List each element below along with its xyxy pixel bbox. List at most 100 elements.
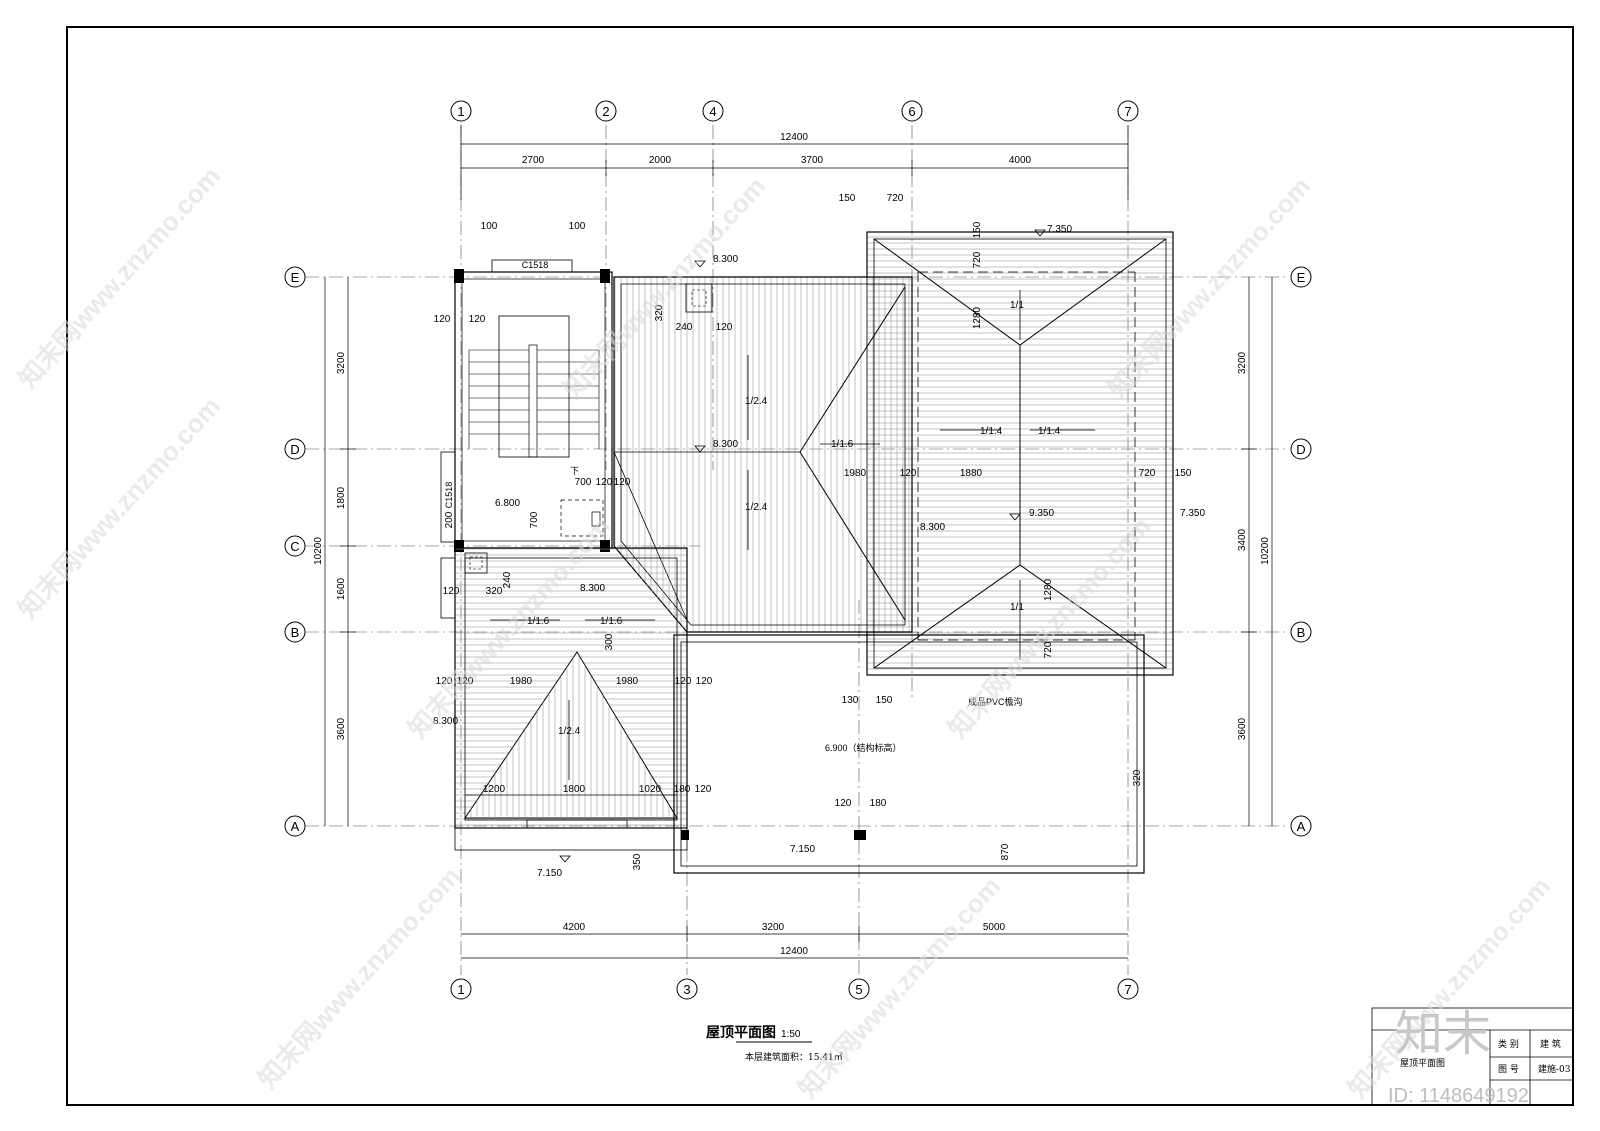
- elev-830-b: 8.300: [713, 439, 738, 450]
- grid-bubble-7-bottom: 7: [1117, 978, 1139, 1000]
- svg-text:A: A: [1297, 819, 1306, 834]
- grid-bubble-7-top: 7: [1117, 100, 1139, 122]
- sheet-border: [66, 26, 1574, 1106]
- svg-text:720: 720: [1043, 641, 1054, 658]
- svg-text:320: 320: [486, 586, 503, 597]
- grid-bubble-5-bottom: 5: [848, 978, 870, 1000]
- svg-text:7: 7: [1124, 104, 1131, 119]
- title-block-sheet-label: 图 号: [1498, 1064, 1519, 1075]
- elev-735-b: 7.350: [1180, 508, 1205, 519]
- svg-text:120: 120: [614, 477, 631, 488]
- slope-label-5: 1/1.4: [1038, 426, 1061, 437]
- grid-bubble-B-right: B: [1290, 621, 1312, 643]
- elev-830-d: 8.300: [580, 583, 605, 594]
- slope-label-6: 1/1: [1010, 300, 1024, 311]
- elev-830-a: 8.300: [713, 254, 738, 265]
- svg-text:1800: 1800: [563, 784, 586, 795]
- elevation-marks: [559, 229, 1046, 863]
- svg-text:120: 120: [695, 784, 712, 795]
- grid-bubble-E-right: E: [1290, 266, 1312, 288]
- dim-left-seg-1: 3200: [336, 351, 347, 374]
- svg-text:150: 150: [839, 193, 856, 204]
- chimney-top: [685, 283, 713, 313]
- grid-bubble-6-top: 6: [901, 100, 923, 122]
- svg-text:700: 700: [575, 477, 592, 488]
- elev-715-a: 7.150: [790, 844, 815, 855]
- svg-text:D: D: [1296, 442, 1305, 457]
- roof-left-lower: [440, 451, 688, 829]
- svg-text:1880: 1880: [960, 468, 983, 479]
- window-top-label: C1518: [522, 260, 549, 270]
- grid-bubble-1-bottom: 1: [450, 978, 472, 1000]
- title-block-sheet-no: 建施-03: [1538, 1063, 1571, 1075]
- grid-bubbles-left: E D C B A: [284, 266, 306, 837]
- svg-text:350: 350: [632, 853, 643, 870]
- grid-bubbles-bottom: 1 3 5 7: [450, 978, 1139, 1000]
- slope-label-9: 1/1.6: [600, 616, 623, 627]
- svg-text:知末网www.znzmo.com: 知末网www.znzmo.com: [792, 871, 1006, 1104]
- svg-text:1980: 1980: [510, 676, 533, 687]
- svg-text:100: 100: [569, 221, 586, 232]
- svg-text:240: 240: [676, 322, 693, 333]
- svg-text:320: 320: [1132, 769, 1143, 786]
- dims-bottom: [461, 926, 1128, 959]
- svg-text:1020: 1020: [639, 784, 662, 795]
- svg-text:1280: 1280: [972, 306, 983, 329]
- drawing-note: 本层建筑面积：15.41㎡: [745, 1051, 843, 1063]
- slope-label-7: 1/1: [1010, 602, 1024, 613]
- slope-label-3: 1/1.6: [831, 439, 854, 450]
- title-block: [1371, 1007, 1574, 1106]
- drawing-scale: 1:50: [781, 1029, 801, 1040]
- dim-left-seg-4: 3600: [336, 717, 347, 740]
- svg-text:1980: 1980: [844, 468, 867, 479]
- svg-text:E: E: [1297, 270, 1306, 285]
- grid-bubbles-right: E D B A: [1290, 266, 1312, 837]
- window-top: [491, 259, 573, 273]
- grid-bubble-3-bottom: 3: [676, 978, 698, 1000]
- elev-735-a: 7.350: [1047, 224, 1072, 235]
- svg-text:720: 720: [972, 251, 983, 268]
- svg-text:2: 2: [602, 104, 609, 119]
- slope-label-4: 1/1.4: [980, 426, 1003, 437]
- stair-area: [454, 269, 613, 552]
- dim-left-seg-3: 1600: [336, 577, 347, 600]
- dim-bottom-total: 12400: [780, 946, 808, 957]
- gutter-label: 成品PVC檐沟: [968, 696, 1023, 707]
- dim-top-seg-1: 2700: [522, 155, 545, 166]
- grid-bubble-A-left: A: [284, 815, 306, 837]
- dim-left-seg-2: 1800: [336, 486, 347, 509]
- grid-bubble-2-top: 2: [595, 100, 617, 122]
- grid-bubble-C-left: C: [284, 535, 306, 557]
- dim-top-seg-3: 3700: [801, 155, 824, 166]
- svg-text:A: A: [291, 819, 300, 834]
- svg-text:知末网www.znzmo.com: 知末网www.znzmo.com: [1342, 871, 1556, 1104]
- dims-right: [1241, 277, 1273, 826]
- elev-680: 6.800: [495, 498, 520, 509]
- svg-text:240: 240: [502, 571, 513, 588]
- svg-text:120: 120: [434, 314, 451, 325]
- dim-bottom-seg-3: 5000: [983, 922, 1006, 933]
- svg-text:180: 180: [674, 784, 691, 795]
- svg-text:1280: 1280: [1043, 578, 1054, 601]
- svg-text:C: C: [290, 539, 299, 554]
- dim-top-seg-4: 4000: [1009, 155, 1032, 166]
- elev-715-b: 7.150: [537, 868, 562, 879]
- grid-bubble-D-right: D: [1290, 438, 1312, 460]
- svg-text:4: 4: [709, 104, 716, 119]
- grid-bubble-4-top: 4: [702, 100, 724, 122]
- elev-935: 9.350: [1029, 508, 1054, 519]
- svg-text:5: 5: [855, 982, 862, 997]
- slope-arrows: [490, 290, 1095, 780]
- dim-bottom-seg-1: 4200: [563, 922, 586, 933]
- svg-text:1980: 1980: [616, 676, 639, 687]
- dim-right-seg-1: 3200: [1237, 351, 1248, 374]
- grid-bubble-B-left: B: [284, 621, 306, 643]
- svg-text:150: 150: [1175, 468, 1192, 479]
- svg-text:知末网www.znzmo.com: 知末网www.znzmo.com: [252, 861, 466, 1094]
- title-block-category: 建 筑: [1540, 1038, 1561, 1050]
- svg-text:120: 120: [596, 477, 613, 488]
- svg-text:1200: 1200: [483, 784, 506, 795]
- svg-text:3: 3: [683, 982, 690, 997]
- svg-text:1: 1: [457, 104, 464, 119]
